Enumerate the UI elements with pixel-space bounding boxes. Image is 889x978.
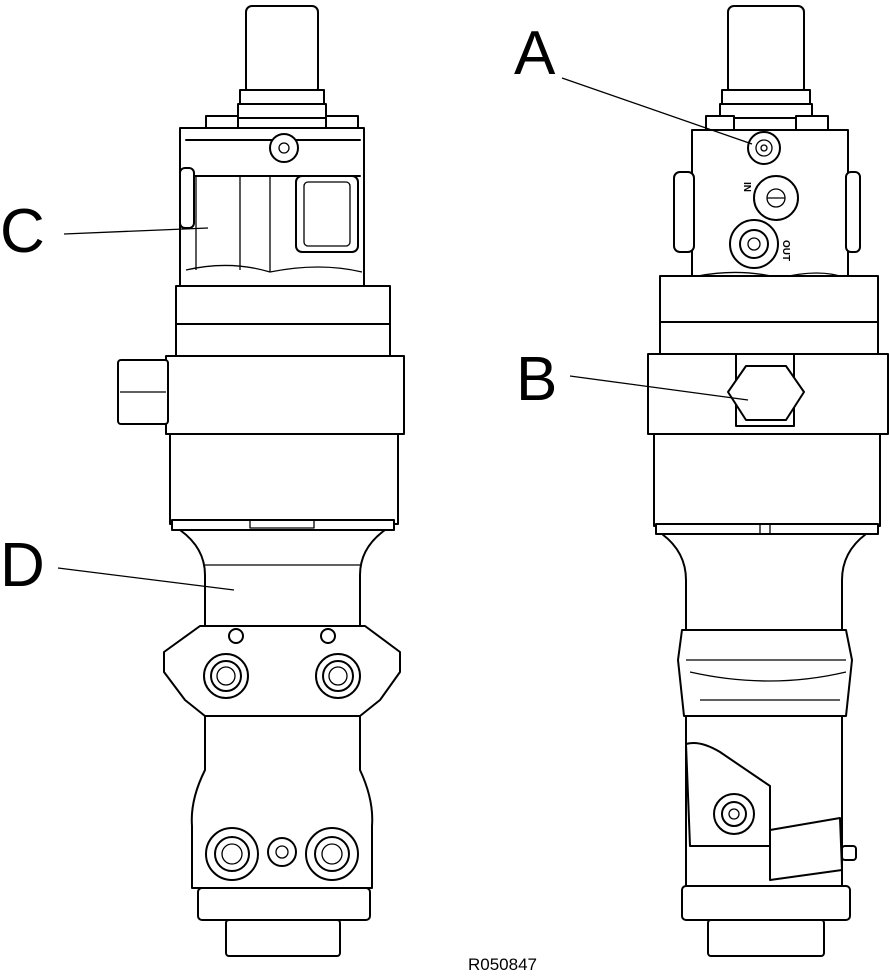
callout-b: B xyxy=(516,345,749,414)
out-port-label: OUT xyxy=(780,240,791,261)
callout-a: A xyxy=(514,19,753,145)
callout-d: D xyxy=(0,531,235,600)
callout-a-label: A xyxy=(514,19,556,88)
left-view xyxy=(117,5,405,957)
callout-c-label: C xyxy=(0,197,45,266)
figure-id: R050847 xyxy=(468,955,537,974)
callout-b-label: B xyxy=(516,345,557,414)
callout-d-label: D xyxy=(0,531,45,600)
callout-c: C xyxy=(0,197,209,266)
in-port-label: IN xyxy=(741,182,752,192)
right-view: IN OUT xyxy=(647,5,889,957)
